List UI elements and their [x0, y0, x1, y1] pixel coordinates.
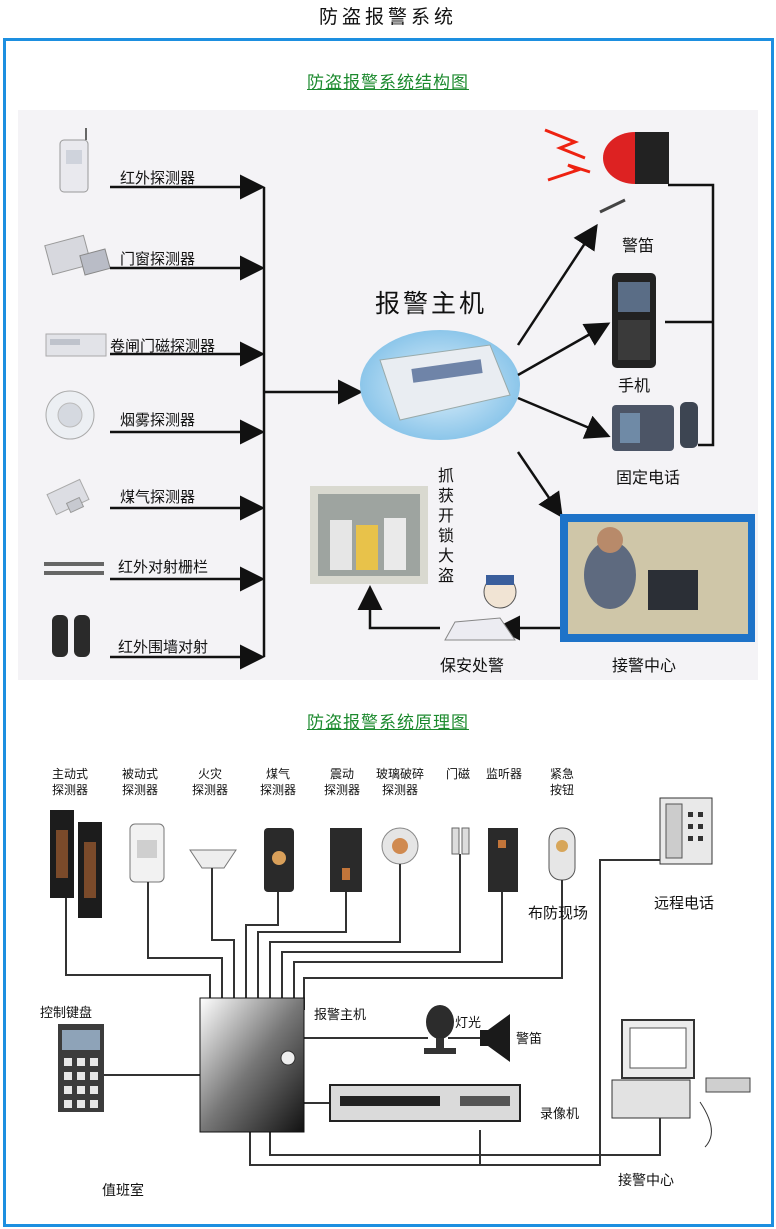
keyboard-label: 控制键盘 [40, 1006, 93, 1021]
gas-detector-icon [46, 478, 90, 516]
host-label: 报警主机 [314, 1008, 367, 1023]
diagram-frame [3, 38, 774, 1227]
fire-detector-icon [189, 849, 237, 869]
siren-label: 警笛 [516, 1032, 543, 1047]
page-title: 防盗报警系统 [318, 6, 457, 28]
detector-label: 卷闸门磁探测器 [110, 337, 216, 355]
rolling-door-detector-icon [45, 333, 107, 357]
listener-icon [488, 828, 518, 892]
computer-icon [611, 1019, 751, 1148]
active-detector-icon [50, 810, 102, 918]
security-car-icon [444, 575, 517, 641]
door-window-detector-icon [44, 234, 111, 276]
smoke-detector-icon [45, 390, 95, 440]
arrow-line [517, 396, 611, 439]
call-center-label: 接警中心 [612, 656, 677, 675]
principle-diagram-title: 防盗报警系统原理图 [307, 713, 469, 733]
detector-label: 红外围墙对射 [118, 638, 209, 656]
detector-label: 红外对射栅栏 [118, 558, 209, 576]
arrow-line [357, 585, 440, 630]
mobile-label: 手机 [618, 376, 651, 395]
call-center-photo [560, 514, 755, 642]
principle-detector-label: 监听器 [485, 767, 522, 781]
light-icon [424, 1005, 456, 1054]
principle-detector-label: 火灾 探测器 [191, 767, 228, 797]
gas-detector-icon [264, 828, 294, 892]
arrow-line [517, 322, 611, 377]
video-recorder-icon [329, 1084, 521, 1122]
desk-phone-icon [612, 402, 698, 451]
detector-label: 烟雾探测器 [120, 411, 196, 429]
arrow-line [516, 223, 598, 346]
principle-detector-label: 玻璃破碎 探测器 [375, 767, 424, 797]
vibration-detector-icon [330, 828, 362, 892]
remote-phone-label: 远程电话 [654, 894, 715, 912]
arrest-photo [310, 486, 428, 584]
mobile-phone-icon [612, 273, 656, 368]
remote-phone-icon [659, 797, 713, 865]
emergency-button-icon [548, 827, 576, 881]
ir-fence-icon [44, 562, 104, 575]
control-keyboard-icon [58, 1024, 104, 1112]
output-link-line [668, 183, 715, 447]
pir-detector-icon [59, 128, 89, 193]
detector-label: 红外探测器 [120, 169, 196, 187]
principle-detector-label: 门磁 [445, 767, 470, 781]
security-response-label: 保安处警 [440, 656, 505, 675]
principle-detector-label: 震动 探测器 [323, 767, 360, 797]
principle-detector-label: 主动式 探测器 [51, 767, 88, 797]
arrow-line [516, 451, 563, 519]
siren-label: 警笛 [622, 236, 655, 255]
structure-diagram-title: 防盗报警系统结构图 [307, 73, 469, 93]
alarm-host-label: 报警主机 [375, 289, 488, 318]
recorder-label: 录像机 [540, 1107, 580, 1122]
phone-label: 固定电话 [616, 468, 681, 487]
site-label: 布防现场 [528, 904, 589, 922]
glass-break-detector-icon [381, 827, 419, 865]
light-label: 灯光 [455, 1016, 482, 1031]
siren-icon [544, 128, 669, 214]
detector-label: 门窗探测器 [120, 250, 196, 268]
principle-detector-label: 煤气 探测器 [259, 767, 296, 797]
detector-label: 煤气探测器 [120, 488, 196, 506]
principle-detector-label: 被动式 探测器 [121, 767, 158, 797]
principle-detector-label: 紧急 按钮 [549, 767, 574, 797]
duty-room-label: 值班室 [102, 1183, 144, 1199]
alarm-host-icon [360, 330, 520, 440]
capture-label: 抓获开锁大盗 [437, 466, 454, 585]
ir-wall-beam-icon [52, 615, 90, 657]
center-label: 接警中心 [618, 1173, 674, 1189]
siren-icon [480, 1014, 510, 1062]
passive-detector-icon [129, 823, 165, 883]
door-magnet-icon [451, 827, 470, 855]
